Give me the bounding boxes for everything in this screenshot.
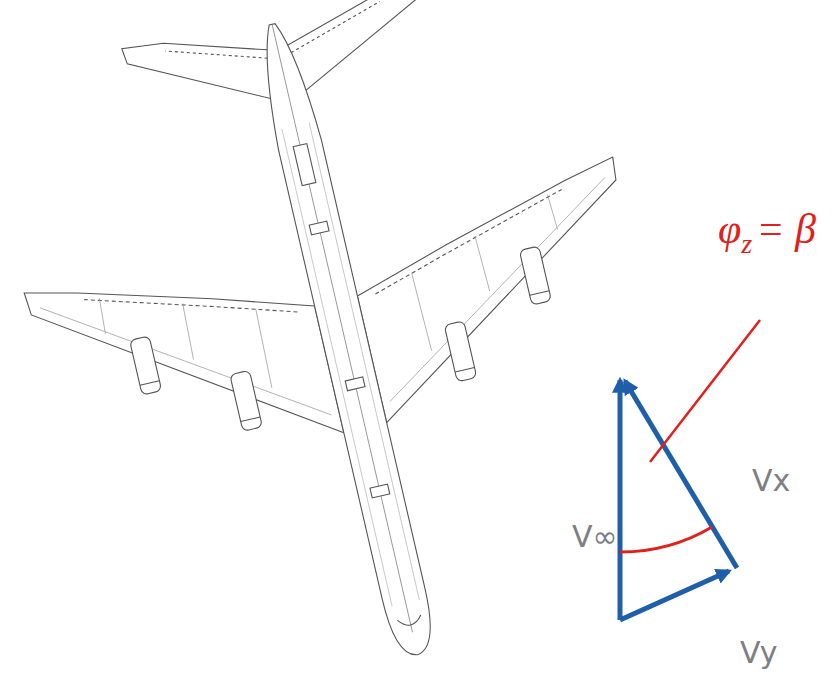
angle-equals: = β bbox=[756, 208, 816, 250]
angle-symbol: φ bbox=[718, 208, 741, 250]
velocity-triangle bbox=[620, 380, 737, 620]
velocity-label: Vy bbox=[740, 638, 777, 668]
velocity-label: Vx bbox=[752, 466, 790, 496]
angle-subscript: z bbox=[741, 230, 752, 258]
leader-line bbox=[650, 320, 760, 462]
angle-arc bbox=[620, 527, 712, 552]
velocity-label: V∞ bbox=[572, 522, 618, 552]
